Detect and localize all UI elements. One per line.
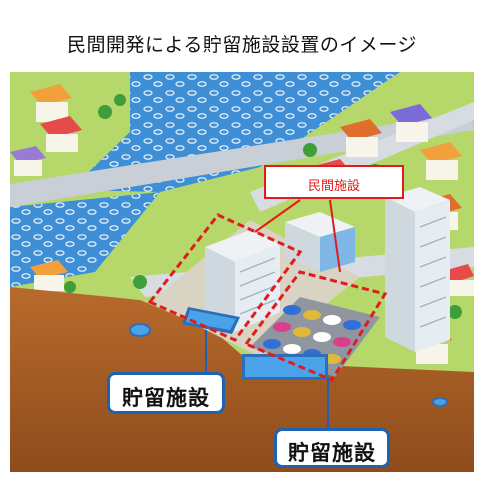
infiltration-wells — [129, 323, 448, 407]
callout-pointer-right — [329, 199, 341, 273]
tower-building — [385, 187, 450, 352]
dashed-outline-building — [147, 213, 303, 342]
storage-tank-1 — [182, 307, 240, 334]
callout-pointer-left — [254, 199, 301, 233]
storage-label-1-text: 貯留施設 — [122, 386, 210, 410]
dashed-outline-parking — [243, 270, 388, 382]
storage-label-2: 貯留施設 — [274, 428, 390, 468]
private-facility-callout: 民間施設 — [264, 165, 404, 199]
office-building — [205, 230, 280, 332]
storage-tank-2 — [242, 354, 328, 380]
title-bar: 民間開発による貯留施設設置のイメージ — [0, 0, 484, 72]
private-facility-label: 民間施設 — [307, 179, 360, 194]
storage-label-1: 貯留施設 — [107, 372, 225, 414]
storage-label-2-text: 貯留施設 — [288, 441, 376, 465]
storage-facility-illustration — [10, 72, 474, 472]
page-title: 民間開発による貯留施設設置のイメージ — [66, 34, 418, 56]
